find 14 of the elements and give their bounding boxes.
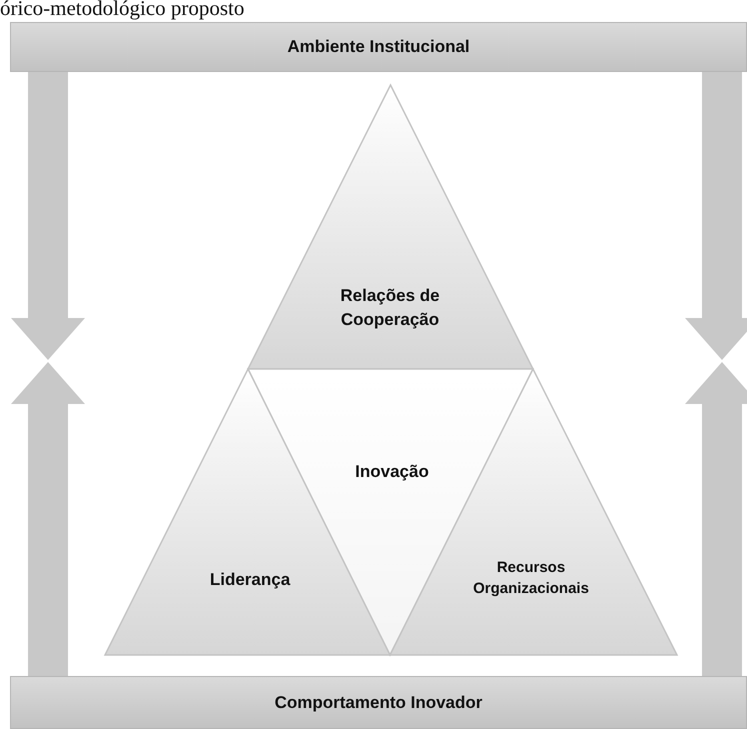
block-arrow xyxy=(11,72,85,360)
triangle-label: Inovação xyxy=(354,461,430,484)
band-label: Comportamento Inovador xyxy=(274,692,482,712)
triangle-label: Relações de Cooperação xyxy=(339,285,441,331)
triangle-label: Recursos Organizacionais xyxy=(472,558,590,599)
block-arrow xyxy=(11,362,85,676)
figure-title: órico-metodológico proposto xyxy=(0,0,244,20)
triangle xyxy=(248,85,533,369)
header-band xyxy=(10,22,747,72)
block-arrow xyxy=(685,362,747,676)
block-arrow xyxy=(685,72,747,360)
header-band xyxy=(10,676,747,729)
triangle-label: Liderança xyxy=(208,569,292,592)
band-label: Ambiente Institucional xyxy=(287,37,470,57)
